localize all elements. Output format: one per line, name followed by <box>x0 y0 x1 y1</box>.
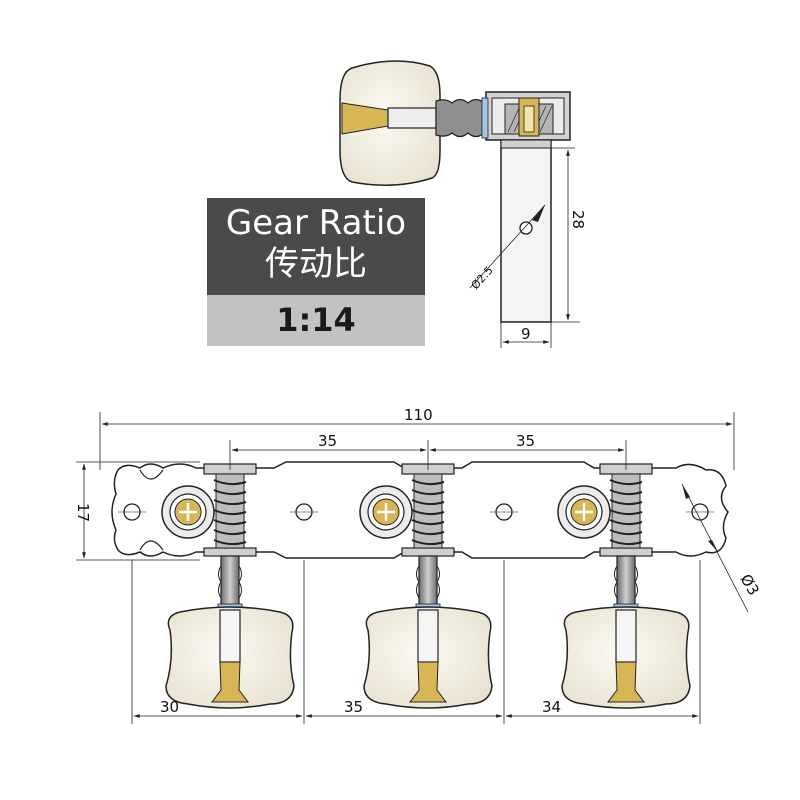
side-shaft <box>387 107 437 129</box>
knob-brass-1 <box>211 661 249 703</box>
front-view: 110 35 35 17 Ø3 30 35 34 <box>74 406 763 724</box>
spacing-dim-1: 35 <box>318 432 337 450</box>
worm-body-1 <box>215 473 245 549</box>
gear-ratio-badge: Gear Ratio 传动比 1:14 <box>207 198 425 346</box>
worm-cap-bottom-2 <box>401 547 455 557</box>
shaft-1 <box>220 555 240 609</box>
bottom-dim-2: 35 <box>344 698 363 716</box>
worm-body-3 <box>611 473 641 549</box>
shaft-3 <box>616 555 636 609</box>
gear-ratio-title-cn: 传动比 <box>265 244 367 284</box>
side-view: 28 9 Ø2.5 <box>339 60 587 348</box>
bottom-dim-1: 30 <box>160 698 179 716</box>
worm-cap-bottom-3 <box>599 547 653 557</box>
gear-ratio-value: 1:14 <box>207 295 425 346</box>
knob-shaft-1 <box>219 609 241 663</box>
mount-hole-4 <box>686 503 714 521</box>
worm-body-2 <box>413 473 443 549</box>
mount-hole-2 <box>290 503 318 521</box>
gear-ratio-title-en: Gear Ratio <box>225 203 407 243</box>
plate-height-dim: 17 <box>74 503 92 522</box>
gear-ratio-title-block: Gear Ratio 传动比 <box>207 198 425 295</box>
mount-hole-1 <box>118 503 146 521</box>
knob-brass-3 <box>607 661 645 703</box>
shaft-2 <box>418 555 438 609</box>
knob-shaft-3 <box>615 609 637 663</box>
hole-diameter-dim: Ø3 <box>737 571 763 598</box>
overall-length-dim: 110 <box>404 406 433 424</box>
knob-brass-2 <box>409 661 447 703</box>
side-width-dim: 9 <box>521 325 531 343</box>
bottom-dim-3: 34 <box>542 698 561 716</box>
tuner-unit-3 <box>557 463 691 709</box>
mount-hole-3 <box>490 503 518 521</box>
side-hole-dim: Ø2.5 <box>469 264 496 292</box>
spacing-dim-2: 35 <box>516 432 535 450</box>
knob-shaft-2 <box>417 609 439 663</box>
side-height-dim: 28 <box>569 210 587 229</box>
side-post-hole <box>519 221 533 235</box>
worm-cap-bottom-1 <box>203 547 257 557</box>
